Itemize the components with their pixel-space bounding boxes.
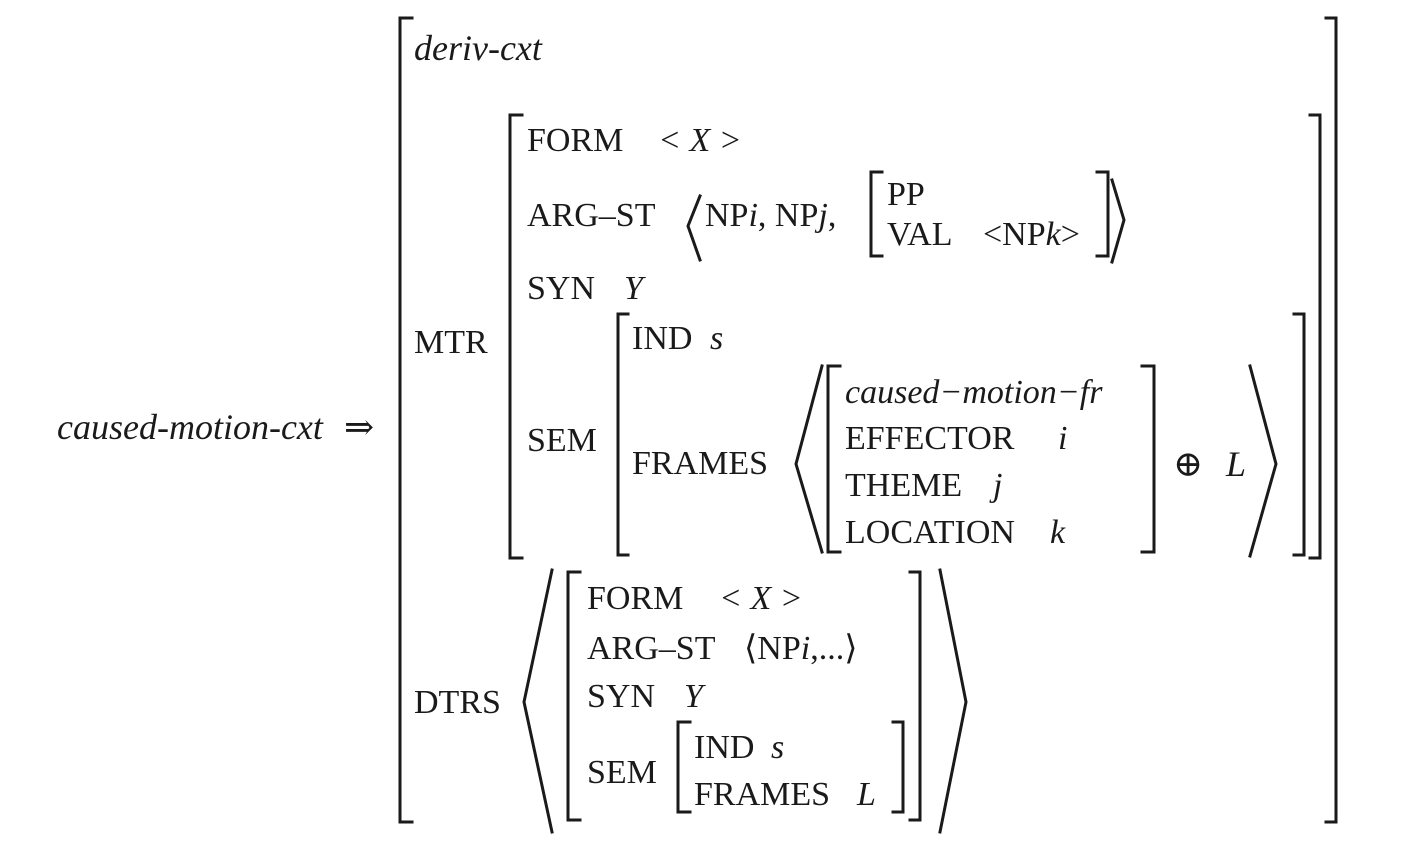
argst-left-angle xyxy=(686,194,702,262)
theme-val: j xyxy=(993,467,1003,504)
mtr-label: MTR xyxy=(414,324,488,361)
val-close: > xyxy=(1060,216,1080,253)
dtrs-sem-attr: SEM xyxy=(587,754,657,791)
dtrs-argst-rest: ,...⟩ xyxy=(810,630,858,667)
root-type: deriv-cxt xyxy=(414,28,542,68)
mtr-left-bracket xyxy=(508,113,524,560)
mtr-right-bracket xyxy=(1308,113,1322,560)
argst-np1: NP xyxy=(705,197,749,234)
frames-left-angle xyxy=(794,364,824,554)
frame-left-bracket xyxy=(826,364,842,554)
pp-right-bracket xyxy=(1095,170,1110,258)
mtr-frames-attr: FRAMES xyxy=(632,445,769,482)
derivation-arrow: ⇒ xyxy=(344,407,375,447)
dtrs-argst-values: ⟨NPi,...⟩ xyxy=(744,632,857,666)
dtrs-syn-attr: SYN xyxy=(587,678,656,715)
pp-val-attr: VAL xyxy=(887,216,953,253)
list-var-l: L xyxy=(1226,444,1247,484)
dtrs-argst-attr: ARG–ST xyxy=(587,630,716,667)
lhs-type: caused-motion-cxt xyxy=(57,407,323,447)
dtrs-right-angle xyxy=(938,568,968,834)
mtr-sem-attr: SEM xyxy=(527,422,597,459)
outer-right-bracket xyxy=(1324,16,1338,824)
argst-index-j: j xyxy=(818,197,828,234)
dtrs-frames-attr: FRAMES xyxy=(694,776,831,813)
mtr-sem-left-bracket xyxy=(616,312,630,557)
argst-index-i: i xyxy=(748,197,758,234)
dtrs-form-attr: FORM xyxy=(587,580,684,617)
dtrs-argst-open: ⟨NP xyxy=(744,630,801,667)
pp-left-bracket xyxy=(869,170,884,258)
dtrs-ind-attr: IND xyxy=(694,729,755,766)
argst-sep1: , NP xyxy=(757,197,819,234)
effector-val: i xyxy=(1058,420,1068,457)
val-index-k: k xyxy=(1045,216,1061,253)
dtrs-left-bracket xyxy=(566,570,582,822)
location-attr: LOCATION xyxy=(845,514,1015,551)
dtrs-syn-val: Y xyxy=(684,678,703,715)
theme-attr: THEME xyxy=(845,467,963,504)
mtr-form-val: < X > xyxy=(658,122,742,159)
mtr-syn-val: Y xyxy=(624,270,643,307)
dtrs-argst-index-i: i xyxy=(800,630,811,667)
frame-type: caused−motion−fr xyxy=(845,374,1103,411)
effector-attr: EFFECTOR xyxy=(845,420,1015,457)
dtrs-sem-right-bracket xyxy=(891,720,905,814)
val-np: <NP xyxy=(983,216,1046,253)
location-val: k xyxy=(1050,514,1066,551)
mtr-argst-attr: ARG–ST xyxy=(527,197,656,234)
frames-right-angle xyxy=(1248,364,1278,558)
dtrs-ind-val: s xyxy=(771,729,785,766)
dtrs-label: DTRS xyxy=(414,684,501,721)
outer-left-bracket xyxy=(398,16,414,824)
dtrs-right-bracket xyxy=(908,570,922,822)
frame-right-bracket xyxy=(1140,364,1156,554)
dtrs-form-val: < X > xyxy=(719,580,803,617)
mtr-argst-values: NPi, NPj, xyxy=(705,199,836,233)
dtrs-frames-val: L xyxy=(857,776,876,813)
argst-sep2: , xyxy=(827,197,837,234)
mtr-sem-right-bracket xyxy=(1292,312,1306,557)
oplus-operator: ⊕ xyxy=(1173,444,1204,484)
mtr-form-attr: FORM xyxy=(527,122,624,159)
mtr-syn-attr: SYN xyxy=(527,270,596,307)
dtrs-left-angle xyxy=(522,568,554,834)
mtr-ind-attr: IND xyxy=(632,320,693,357)
pp-type: PP xyxy=(887,176,925,213)
argst-right-angle xyxy=(1110,178,1126,264)
pp-val-value: <NPk> xyxy=(983,218,1080,252)
mtr-ind-val: s xyxy=(710,320,724,357)
dtrs-sem-left-bracket xyxy=(676,720,692,814)
